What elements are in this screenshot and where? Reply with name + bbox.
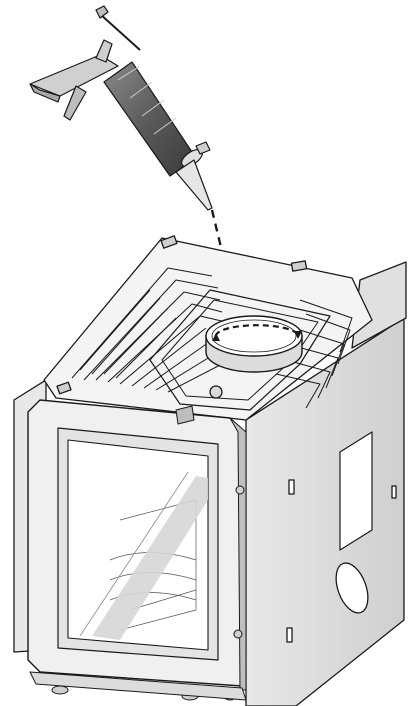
side-panel-opening [339, 431, 373, 551]
side-round-vent [335, 562, 369, 614]
glass-door [27, 399, 247, 701]
stove-firebox [13, 235, 407, 706]
dashed-circular-arrow [211, 324, 302, 342]
top-ribs [71, 267, 227, 393]
door-glass [67, 439, 209, 651]
dashed-insertion-arrow [210, 209, 241, 321]
side-bolts [233, 485, 245, 639]
flue-frame [149, 289, 331, 411]
caulking-gun-icon [29, 5, 213, 211]
